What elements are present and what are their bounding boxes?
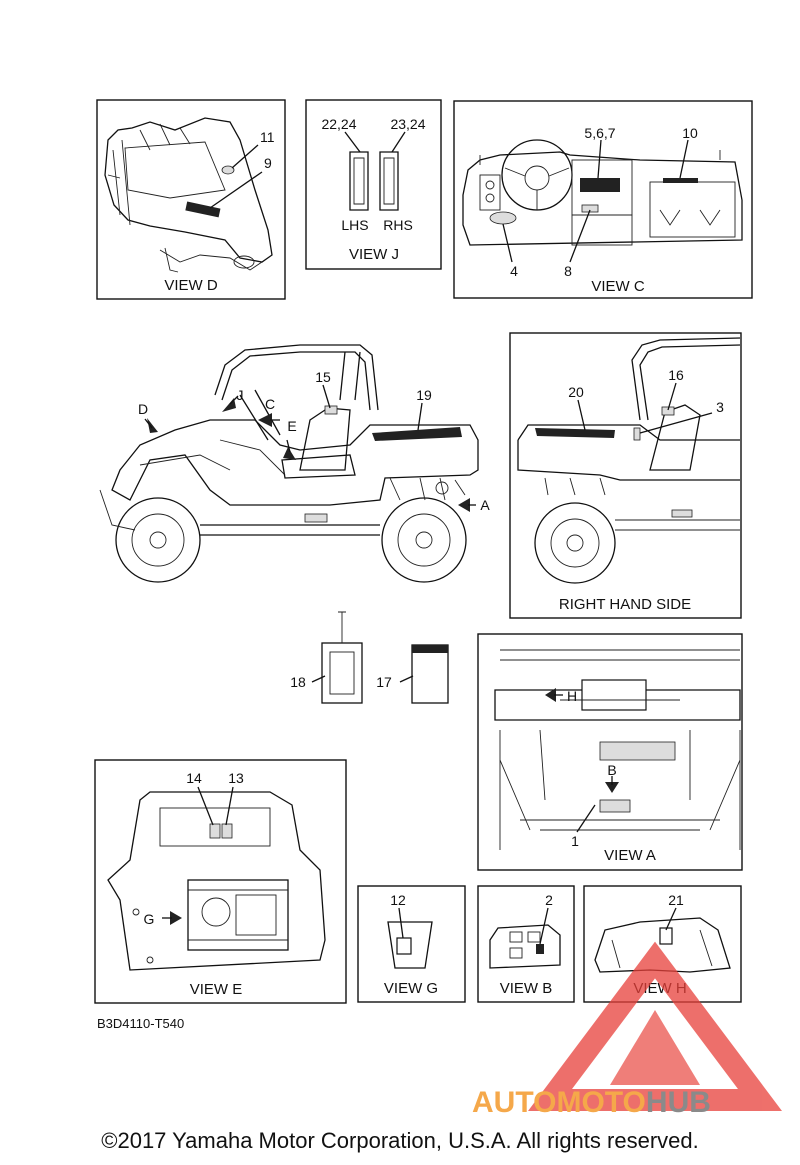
callout-1: 1	[571, 833, 579, 849]
watermark-part2: HUB	[646, 1086, 711, 1119]
callout-23-24: 23,24	[390, 116, 425, 132]
callout-5-6-7: 5,6,7	[584, 125, 615, 141]
arrow-b-label: B	[607, 762, 616, 778]
lhs-label: LHS	[341, 217, 368, 233]
arrow-g-label: G	[144, 911, 155, 927]
callout-13: 13	[228, 770, 244, 786]
watermark-part1: AUTOMOTO	[472, 1086, 646, 1119]
callout-22-24: 22,24	[321, 116, 356, 132]
callout-9: 9	[264, 155, 272, 171]
arrow-d-label: D	[138, 401, 148, 417]
view-c-title: VIEW C	[591, 278, 645, 295]
arrow-a-label: A	[480, 497, 490, 513]
vehicle-left-side: D J C E A 15 19	[99, 344, 490, 583]
callout-19: 19	[416, 387, 432, 403]
right-hand-side-title: RIGHT HAND SIDE	[559, 596, 691, 613]
callout-2: 2	[545, 892, 553, 908]
view-j-title: VIEW J	[349, 246, 399, 263]
view-g-panel: 12 VIEW G	[357, 885, 466, 1003]
arrow-h-label: H	[567, 688, 577, 704]
callout-18: 18	[290, 674, 306, 690]
view-c-panel: 5,6,7 10 4 8 VIEW C	[453, 100, 753, 299]
callout-15: 15	[315, 369, 331, 385]
watermark-logo	[528, 941, 782, 1111]
view-b-panel: 2 VIEW B	[477, 885, 575, 1003]
arrow-c-label: C	[265, 396, 275, 412]
callout-11: 11	[260, 129, 275, 145]
view-d-panel: 11 9 VIEW D	[96, 99, 286, 300]
copyright-notice: ©2017 Yamaha Motor Corporation, U.S.A. A…	[101, 1128, 699, 1153]
loose-labels-group: 18 17	[290, 611, 449, 704]
arrow-e-label: E	[287, 418, 296, 434]
callout-8: 8	[564, 263, 572, 279]
rhs-label: RHS	[383, 217, 413, 233]
right-hand-side-panel: 20 16 3 RIGHT HAND SIDE	[509, 332, 742, 619]
callout-17: 17	[376, 674, 392, 690]
view-a-panel: H B 1 VIEW A	[477, 633, 743, 871]
view-g-title: VIEW G	[384, 980, 438, 997]
view-e-panel: G 14 13 VIEW E	[94, 759, 347, 1004]
callout-10: 10	[682, 125, 698, 141]
view-d-title: VIEW D	[164, 277, 218, 294]
callout-20: 20	[568, 384, 584, 400]
view-e-title: VIEW E	[190, 981, 243, 998]
view-j-panel: 22,24 23,24 LHS RHS VIEW J	[305, 99, 442, 270]
view-b-title: VIEW B	[500, 980, 553, 997]
callout-12: 12	[390, 892, 406, 908]
callout-4: 4	[510, 263, 518, 279]
callout-3: 3	[716, 399, 724, 415]
callout-16: 16	[668, 367, 684, 383]
watermark-text: AUTOMOTOHUB	[472, 1086, 711, 1119]
watermark-triangle-icon	[528, 941, 782, 1111]
arrow-j-label: J	[237, 387, 244, 403]
callout-21: 21	[668, 892, 684, 908]
diagram-code: B3D4110-T540	[97, 1016, 184, 1031]
callout-14: 14	[186, 770, 202, 786]
view-a-title: VIEW A	[604, 847, 656, 864]
